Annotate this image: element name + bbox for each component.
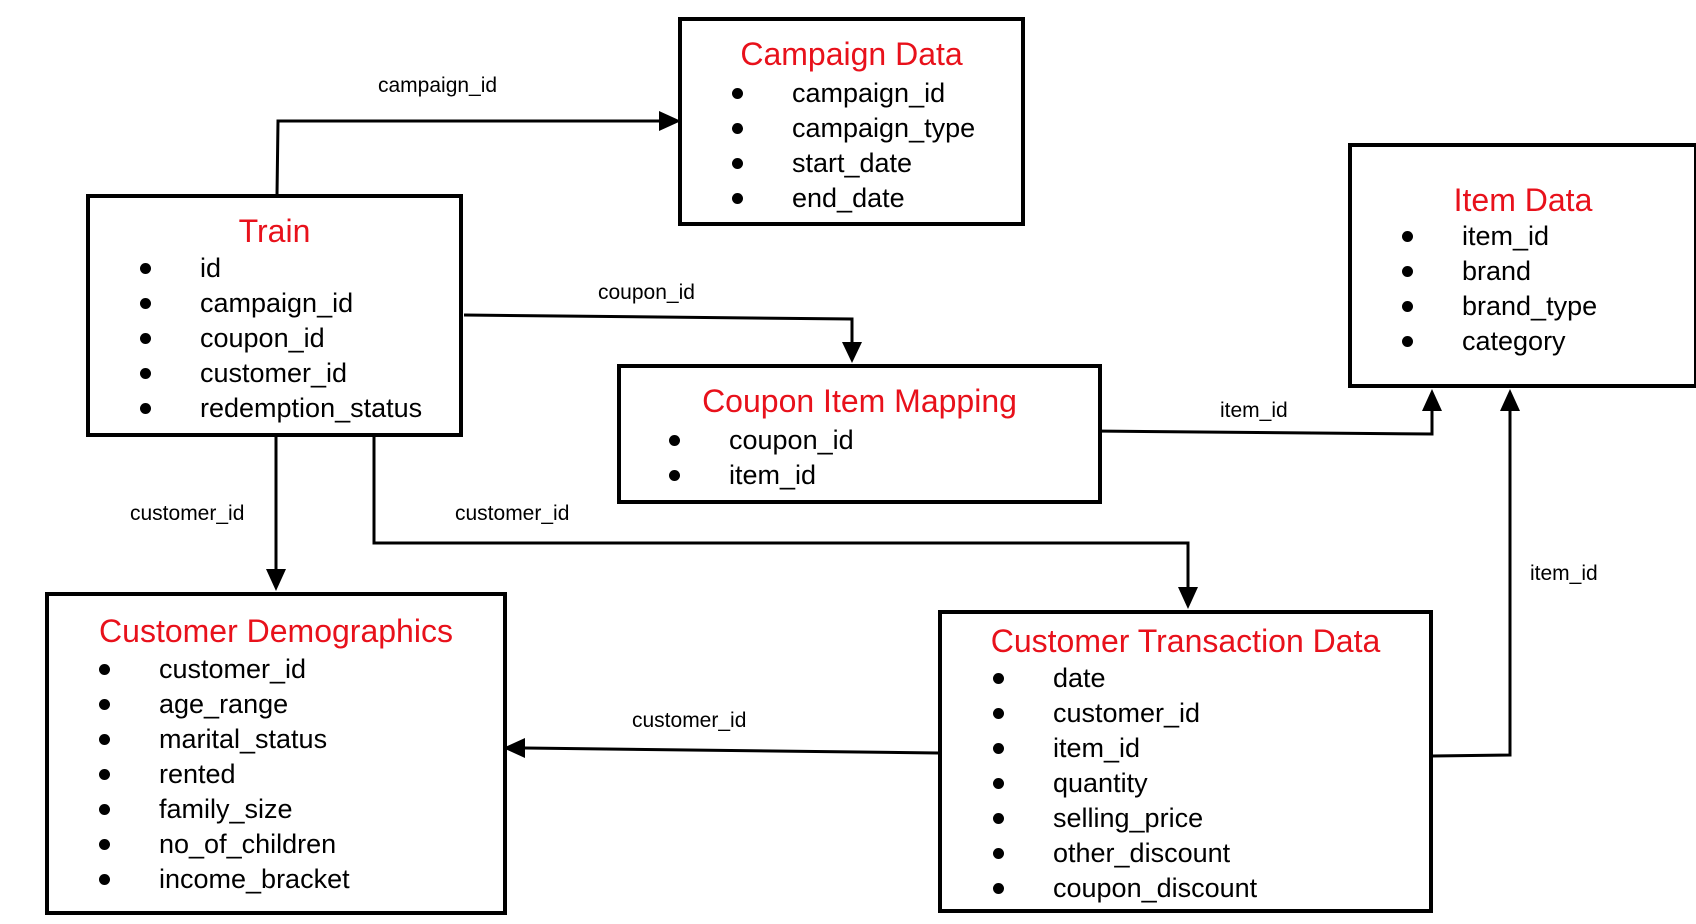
bullet-icon: [140, 333, 151, 344]
entity-title: Customer Transaction Data: [990, 623, 1381, 659]
arrowhead-coupon-item: [842, 342, 862, 363]
entity-title: Item Data: [1453, 182, 1593, 218]
entity-title: Coupon Item Mapping: [702, 383, 1017, 419]
bullet-icon: [993, 778, 1004, 789]
arrowhead-item-from-coupon: [1422, 389, 1442, 411]
bullet-icon: [99, 734, 110, 745]
entity-customer-transaction-data: Customer Transaction Data date customer_…: [938, 610, 1433, 913]
bullet-icon: [99, 699, 110, 710]
connector-transactions-item: [1431, 410, 1512, 758]
entity-coupon-item-mapping: Coupon Item Mapping coupon_id item_id: [617, 364, 1102, 504]
arrowhead-demographics-top: [266, 569, 286, 591]
bullet-icon: [99, 664, 110, 675]
arrowhead-transactions: [1178, 587, 1198, 609]
bullet-icon: [99, 769, 110, 780]
bullet-icon: [669, 470, 680, 481]
arrowhead-item-from-transactions: [1500, 389, 1520, 411]
bullet-icon: [1402, 231, 1413, 242]
edge-label-item-id-transactions: item_id: [1530, 562, 1598, 585]
connector-train-campaign: [275, 119, 660, 196]
entity-campaign-data: Campaign Data campaign_id campaign_type …: [678, 17, 1025, 226]
bullet-icon: [1402, 301, 1413, 312]
bullet-icon: [993, 708, 1004, 719]
bullet-icon: [99, 804, 110, 815]
bullet-icon: [732, 123, 743, 134]
bullet-icon: [732, 158, 743, 169]
bullet-icon: [732, 193, 743, 204]
entity-title: Campaign Data: [740, 36, 963, 72]
bullet-icon: [1402, 336, 1413, 347]
edge-label-item-id-coupon: item_id: [1220, 399, 1288, 422]
bullet-icon: [993, 813, 1004, 824]
edge-label-campaign-id: campaign_id: [378, 74, 498, 97]
connector-transactions-demographics: [524, 746, 939, 755]
arrowhead-campaign: [659, 111, 681, 131]
entity-train: Train id campaign_id coupon_id customer_…: [86, 194, 463, 437]
entity-title: Train: [238, 213, 311, 249]
connector-train-coupon-item: [463, 313, 854, 343]
bullet-icon: [140, 403, 151, 414]
connector-train-transactions: [372, 436, 1190, 588]
entity-title: Customer Demographics: [99, 613, 453, 649]
bullet-icon: [732, 88, 743, 99]
bullet-icon: [669, 435, 680, 446]
bullet-icon: [140, 263, 151, 274]
bullet-icon: [99, 839, 110, 850]
edge-label-customer-id-demographics: customer_id: [130, 502, 245, 525]
bullet-icon: [993, 883, 1004, 894]
bullet-icon: [1402, 266, 1413, 277]
bullet-icon: [99, 874, 110, 885]
bullet-icon: [140, 298, 151, 309]
entity-customer-demographics: Customer Demographics customer_id age_ra…: [45, 592, 507, 915]
bullet-icon: [140, 368, 151, 379]
arrowhead-demographics-side: [503, 738, 525, 758]
edge-label-customer-id-transactions: customer_id: [455, 502, 570, 525]
bullet-icon: [993, 673, 1004, 684]
edge-label-coupon-id: coupon_id: [598, 281, 695, 304]
entity-item-data: Item Data item_id brand brand_type categ…: [1348, 143, 1696, 388]
bullet-icon: [993, 743, 1004, 754]
bullet-icon: [993, 848, 1004, 859]
edge-label-customer-id-demographics-side: customer_id: [632, 709, 747, 732]
connector-coupon-item-item: [1091, 410, 1434, 436]
